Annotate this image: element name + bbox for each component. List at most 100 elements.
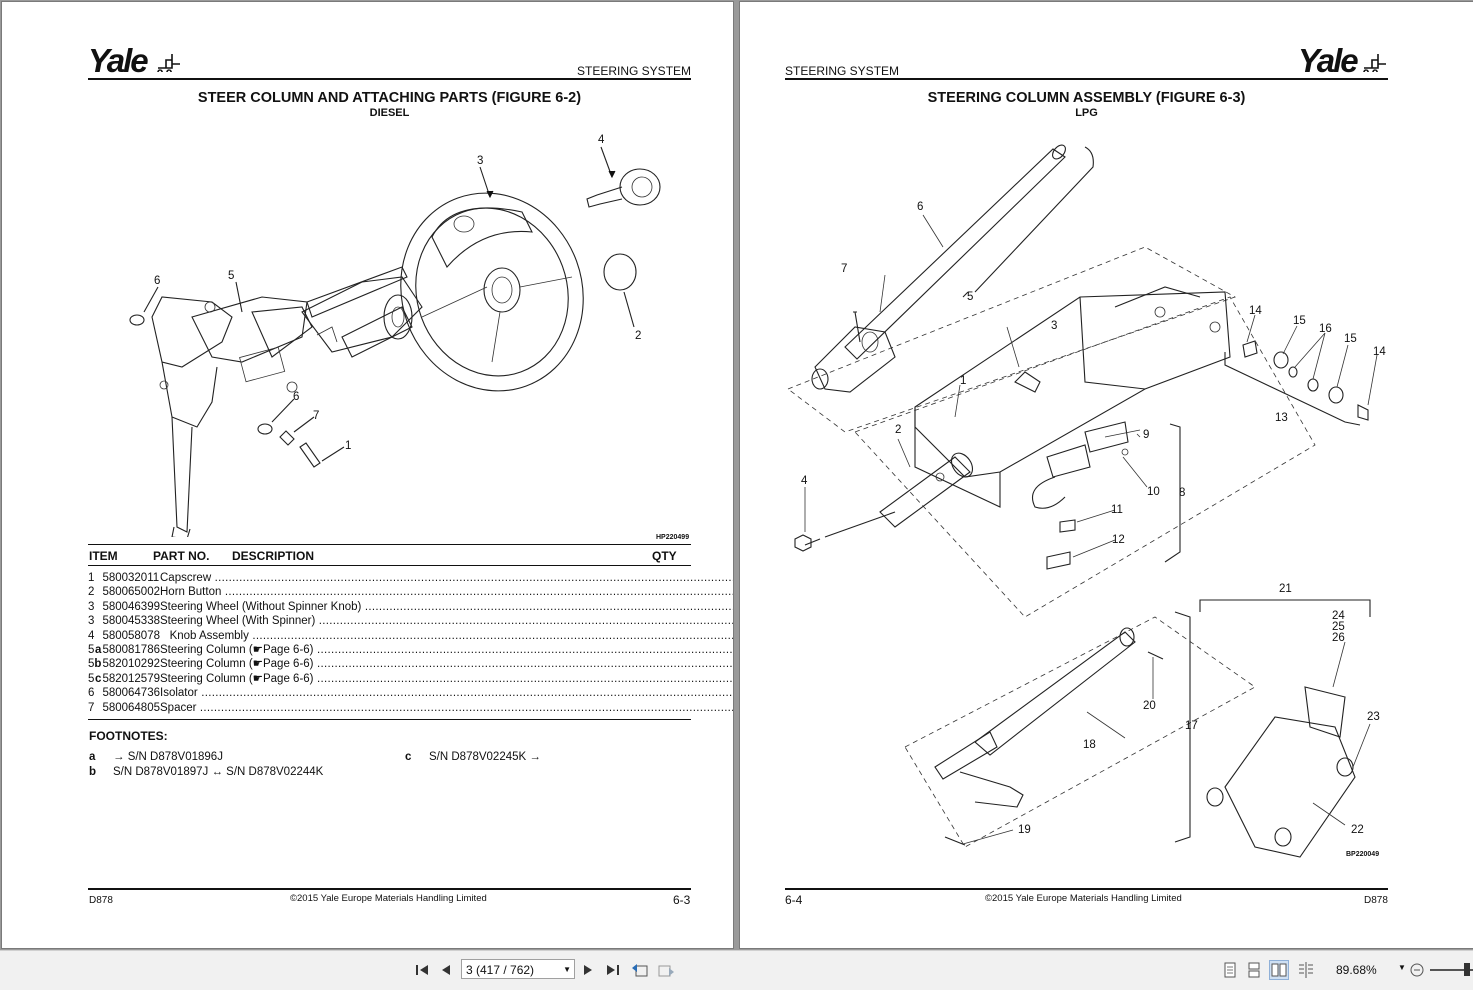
description-page-link[interactable]: Steering Column (☛Page 6-6) [160,658,733,670]
callout-22: 22 [1351,824,1364,836]
callout-6b: 6 [293,391,299,403]
hub-illustration [341,294,413,358]
zoom-out-button[interactable] [1407,960,1427,980]
figure-subtitle: DIESEL [369,107,410,119]
single-page-view-button[interactable] [1220,960,1240,980]
horn-button-illustration [603,253,637,291]
callout-14b: 14 [1373,346,1386,358]
description: Horn Button [160,586,733,598]
previous-page-button[interactable] [436,960,456,980]
callout-6a: 6 [154,275,160,287]
first-page-button[interactable] [412,960,432,980]
footer-copyright: ©2015 Yale Europe Materials Handling Lim… [290,893,487,904]
figure-code: BP220049 [1346,851,1380,858]
callout-6: 6 [917,201,923,213]
callout-13: 13 [1275,412,1288,424]
zoom-level[interactable]: 89.68% [1336,963,1377,977]
table-bottom-rule [88,719,691,720]
footnote-ref: c [95,672,102,685]
footnote-key: b [89,766,97,778]
continuous-view-button[interactable] [1244,960,1264,980]
table-row: 6580064736Isolator8 [88,686,733,700]
callout-21: 21 [1279,583,1292,595]
item-no: 5 [88,658,95,671]
footnote-ref: b [94,658,102,671]
callout-26: 26 [1332,632,1345,644]
item-no: 1 [88,572,95,584]
part-no: 582012579 [102,672,160,685]
part-no: 580046399 [102,600,160,613]
page-number-value: 3 (417 / 762) [466,963,535,977]
callout-3: 3 [1051,320,1057,332]
brand-text: Yale [1298,42,1359,79]
last-page-button[interactable] [603,960,623,980]
description-page-link[interactable]: Steering Column (☛Page 6-6) [160,673,733,685]
zoom-slider-track[interactable] [1430,969,1473,971]
part-no: 580058078 [102,629,160,642]
steering-column-illustration [151,266,423,537]
callout-1: 1 [345,440,351,452]
item-no: 4 [88,629,95,642]
next-page-button[interactable] [578,960,598,980]
continuous-facing-icon [1299,962,1313,978]
part-no: 580065002 [102,586,160,599]
exploded-diagram-steering-column-assembly: 1 2 3 4 5 6 7 8 9 10 11 12 13 14 14 15 1… [787,144,1386,858]
viewer-toolbar: 3 (417 / 762) ▼ 89.68% ▼ [0,950,1473,990]
footnote-ref [94,585,102,599]
figure-code: HP220499 [656,534,690,541]
callout-2: 2 [895,424,901,436]
section-header: STEERING SYSTEM [577,64,692,78]
facing-pages-view-button[interactable] [1269,960,1289,980]
col-header-part: PART NO. [153,549,210,563]
zoom-slider-handle[interactable] [1464,963,1470,976]
footer-copyright: ©2015 Yale Europe Materials Handling Lim… [985,893,1182,904]
figure-title: STEERING COLUMN ASSEMBLY (FIGURE 6-3) [927,90,1246,106]
hardware-illustration [1242,340,1369,421]
item-no: 5 [88,672,95,685]
col-header-item: ITEM [89,549,118,563]
zoom-dropdown-icon[interactable]: ▼ [1398,963,1406,972]
page-number-dropdown[interactable]: 3 (417 / 762) ▼ [461,959,575,979]
callout-16: 16 [1319,323,1332,335]
footnote-ref [94,614,102,628]
figure-subtitle: LPG [1075,107,1098,119]
callout-1: 1 [960,375,966,387]
footnote-text: → S/N D878V01896J [113,751,223,763]
figure-title: STEER COLUMN AND ATTACHING PARTS (FIGURE… [197,90,582,106]
forklift-logo-icon [157,54,180,72]
col-header-desc: DESCRIPTION [232,549,315,563]
item-no: 5 [88,644,95,657]
zoom-out-icon [1410,963,1424,977]
manual-page-left: Yale STEERING SYSTEM STEER COLUMN AND AT… [2,2,733,948]
part-no: 582010292 [102,658,160,671]
go-back-view-button[interactable] [630,960,650,980]
description-page-link[interactable]: Steering Column (☛Page 6-6) [160,644,733,656]
footer-rule [785,888,1388,890]
callout-23: 23 [1367,711,1380,723]
footnote-key: c [405,751,412,763]
callout-18: 18 [1083,739,1096,751]
callout-24: 24 [1332,610,1345,622]
yale-logo: Yale [88,42,180,80]
header-rule [785,78,1388,80]
footnote-b: b S/N D878V01897J ↔ S/N D878V02244K [89,766,323,778]
forklift-logo-icon [1363,54,1386,72]
gas-spring-illustration [934,627,1164,846]
continuous-facing-view-button[interactable] [1296,960,1316,980]
description: Capscrew [160,572,733,584]
go-forward-view-button[interactable] [656,960,676,980]
callout-15b: 15 [1344,333,1357,345]
footnote-text: S/N D878V01897J ↔ S/N D878V02244K [113,766,324,778]
footer-doc-code: D878 [89,895,113,906]
footer-page-number: 6-3 [673,893,691,907]
switch-illustration [1031,421,1129,570]
item-no: 7 [88,701,95,714]
